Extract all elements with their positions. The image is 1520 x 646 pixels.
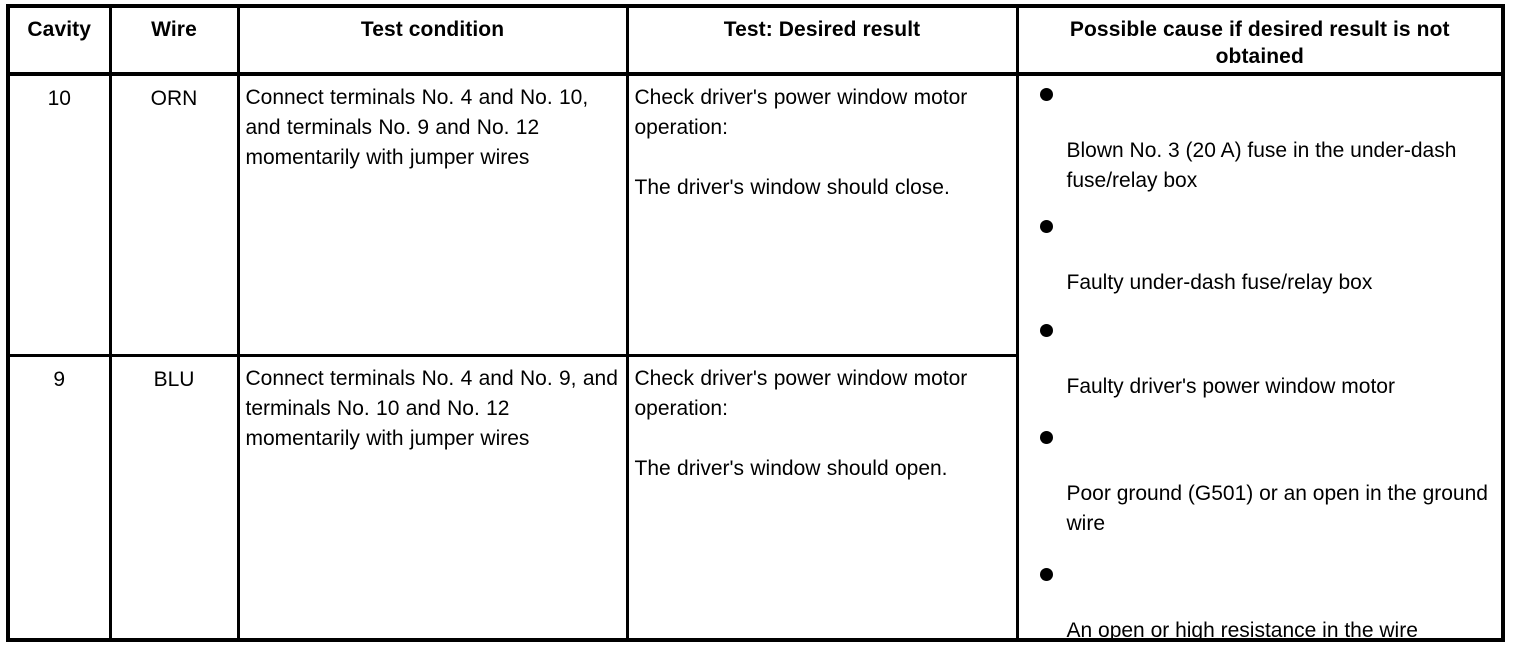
cause-text-5: An open or high resistance in the wire	[1066, 619, 1418, 642]
cause-text-1: Blown No. 3 (20 A) fuse in the under-das…	[1066, 139, 1457, 192]
desired-check-line-row2: Check driver's power window motor operat…	[634, 366, 968, 420]
cause-text-3: Faulty driver's power window motor	[1066, 375, 1395, 398]
cell-wire-row2: BLU	[110, 355, 240, 640]
cell-wire-row1: ORN	[110, 74, 240, 357]
cell-desired-result-row1: Check driver's power window motor operat…	[627, 74, 1019, 357]
desired-result-line-row1: The driver's window should close.	[634, 176, 950, 199]
paragraph-spacer	[635, 143, 1012, 173]
bullet-icon	[1039, 431, 1053, 444]
column-header-desired-result: Test: Desired result	[627, 6, 1019, 76]
bullet-icon	[1039, 220, 1053, 233]
column-header-test-condition: Test condition	[238, 6, 629, 76]
header-row: Cavity Wire Test condition Test: Desired…	[8, 6, 1503, 76]
cause-text-4: Poor ground (G501) or an open in the gro…	[1066, 482, 1488, 535]
desired-check-line-row1: Check driver's power window motor operat…	[634, 86, 968, 139]
bullet-icon	[1039, 568, 1053, 581]
cause-text-2: Faulty under-dash fuse/relay box	[1066, 271, 1373, 294]
column-header-wire: Wire	[110, 6, 240, 76]
troubleshooting-table: Cavity Wire Test condition Test: Desired…	[6, 4, 1505, 642]
cell-cavity-row1: 10	[8, 74, 112, 357]
table-body: 10 ORN Connect terminals No. 4 and No. 1…	[8, 74, 1503, 642]
causes-list: Blown No. 3 (20 A) fuse in the under-das…	[1019, 76, 1502, 642]
desired-result-line-row2: The driver's window should open.	[634, 456, 948, 480]
cell-desired-result-row2: Check driver's power window motor operat…	[627, 355, 1019, 640]
bullet-icon	[1039, 324, 1053, 337]
table-row: 10 ORN Connect terminals No. 4 and No. 1…	[8, 74, 1503, 642]
cell-cavity-row2: 9	[8, 355, 112, 640]
paragraph-spacer	[635, 424, 1012, 454]
column-header-possible-cause: Possible cause if desired result is not …	[1017, 6, 1503, 76]
table-row: 9 BLU Connect terminals No. 4 and No. 9,…	[8, 355, 1503, 640]
cell-possible-causes: Blown No. 3 (20 A) fuse in the under-das…	[1017, 74, 1503, 642]
bullet-icon	[1039, 88, 1053, 101]
table-header: Cavity Wire Test condition Test: Desired…	[8, 6, 1503, 76]
cell-test-condition-row1: Connect terminals No. 4 and No. 10, and …	[238, 74, 629, 357]
column-header-cavity: Cavity	[8, 6, 112, 76]
cell-test-condition-row2: Connect terminals No. 4 and No. 9, and t…	[238, 355, 629, 640]
